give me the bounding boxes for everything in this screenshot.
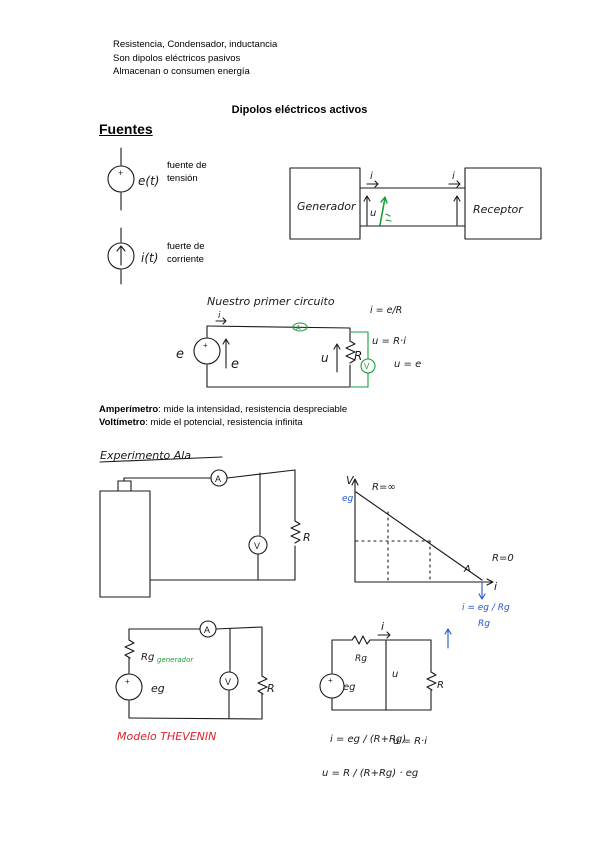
current-source-symbol-text: i(t) bbox=[141, 251, 158, 265]
experiment-circuit: Experimento Ala A R V bbox=[99, 449, 311, 598]
intro-line-2: Son dipolos eléctricos pasivos bbox=[113, 52, 241, 64]
voltage-source-symbol: + e(t) bbox=[107, 147, 159, 211]
current-source-symbol: i(t) bbox=[107, 227, 158, 285]
first-circuit-current: i bbox=[218, 311, 221, 321]
first-circuit-voltage: u bbox=[321, 351, 329, 365]
thevenin-circuit: A Rg generador + eg V R Modelo THEVENIN bbox=[115, 620, 275, 743]
section-title: Dipolos eléctricos activos bbox=[231, 104, 368, 116]
current-source-label-1: fuerte de bbox=[167, 241, 205, 252]
graph-x-axis: i bbox=[494, 580, 497, 593]
ammeter-note: Amperímetro: mide la intensidad, resiste… bbox=[99, 404, 347, 417]
final-eg: eg bbox=[343, 682, 356, 693]
thevenin-rg: Rg bbox=[141, 652, 154, 663]
voltage-source-label-1: fuente de bbox=[167, 160, 207, 171]
final-eq-i: i = eg / (R+Rg) bbox=[330, 734, 406, 745]
thevenin-resistor: R bbox=[267, 682, 275, 695]
voltmeter-term: Voltímetro bbox=[99, 416, 146, 428]
graph-i-short: i = eg / Rg bbox=[462, 603, 510, 613]
final-eq-u2: u = R / (R+Rg) · eg bbox=[322, 768, 418, 779]
gen-voltage-label: u bbox=[370, 208, 376, 219]
current-source-label-2: corriente bbox=[167, 254, 204, 265]
voltage-source-label: fuente de tensión bbox=[167, 159, 207, 185]
first-circuit-resistor: R bbox=[354, 349, 362, 363]
voltmeter-desc: : mide el potencial, resistencia infinit… bbox=[145, 416, 303, 428]
experiment-ammeter: A bbox=[215, 474, 221, 484]
ammeter-desc: : mide la intensidad, resistencia despre… bbox=[158, 404, 348, 415]
final-r: R bbox=[437, 680, 444, 691]
svg-text:+: + bbox=[125, 677, 130, 686]
first-circuit-voltmeter: V bbox=[364, 362, 370, 371]
svg-text:+: + bbox=[118, 168, 123, 178]
first-circuit-eq-3: u = e bbox=[394, 359, 421, 370]
svg-text:Rg: Rg bbox=[478, 619, 490, 629]
first-circuit-source: e bbox=[176, 347, 184, 362]
graph-eg: eg bbox=[342, 494, 354, 504]
ammeter-term: Amperímetro bbox=[99, 404, 159, 415]
graph-point: A bbox=[463, 564, 471, 575]
intro-text: Resistencia, Condensador, inductancia So… bbox=[113, 38, 277, 79]
experiment-resistor: R bbox=[303, 531, 311, 544]
svg-text:+: + bbox=[203, 341, 208, 350]
first-circuit-eq-1: i = e/R bbox=[370, 305, 402, 316]
intro-line-3: Almacenan o consumen energía bbox=[113, 66, 250, 77]
vi-graph: V i eg R=∞ A R=0 i = eg / Rg Rg bbox=[342, 474, 514, 629]
voltage-source-label-2: tensión bbox=[167, 173, 198, 184]
fuentes-heading: Fuentes bbox=[99, 121, 153, 137]
voltmeter-note: Voltímetro: mide el potencial, resistenc… bbox=[99, 417, 347, 430]
intro-line-1: Resistencia, Condensador, inductancia bbox=[113, 39, 278, 50]
thevenin-voltmeter: V bbox=[225, 677, 231, 687]
final-circuit: i Rg + eg u R i = eg / (R+Rg) u = R·i u … bbox=[319, 620, 452, 779]
thevenin-ammeter: A bbox=[204, 625, 210, 635]
final-current: i bbox=[381, 620, 384, 633]
gen-current-label: i bbox=[370, 171, 373, 182]
first-circuit-title: Nuestro primer circuito bbox=[207, 295, 335, 308]
generator-receptor-diagram: Generador Receptor i i u bbox=[289, 167, 542, 240]
svg-text:+: + bbox=[328, 676, 333, 685]
experiment-voltmeter: V bbox=[254, 541, 260, 551]
thevenin-eg: eg bbox=[151, 682, 165, 695]
voltage-source-symbol-text: e(t) bbox=[138, 174, 159, 188]
graph-y-axis: V bbox=[346, 474, 355, 487]
graph-r-inf: R=∞ bbox=[372, 482, 396, 493]
thevenin-title: Modelo THEVENIN bbox=[117, 730, 216, 743]
receptor-label: Receptor bbox=[473, 203, 524, 216]
first-circuit-eq-2: u = R·i bbox=[372, 336, 406, 347]
first-circuit: Nuestro primer circuito i = e/R u = R·i … bbox=[176, 295, 421, 388]
final-eq-u: u = R·i bbox=[393, 736, 427, 747]
generator-label: Generador bbox=[297, 200, 357, 213]
final-u: u bbox=[392, 669, 398, 680]
first-circuit-ammeter: A bbox=[296, 325, 301, 332]
first-circuit-source-voltage: e bbox=[231, 357, 239, 372]
final-rg: Rg bbox=[355, 654, 367, 664]
graph-r-zero: R=0 bbox=[492, 553, 514, 564]
recv-current-label: i bbox=[452, 171, 455, 182]
meter-notes: Amperímetro: mide la intensidad, resiste… bbox=[99, 404, 347, 429]
current-source-label: fuerte de corriente bbox=[167, 240, 205, 266]
thevenin-rg-note: generador bbox=[157, 656, 194, 664]
